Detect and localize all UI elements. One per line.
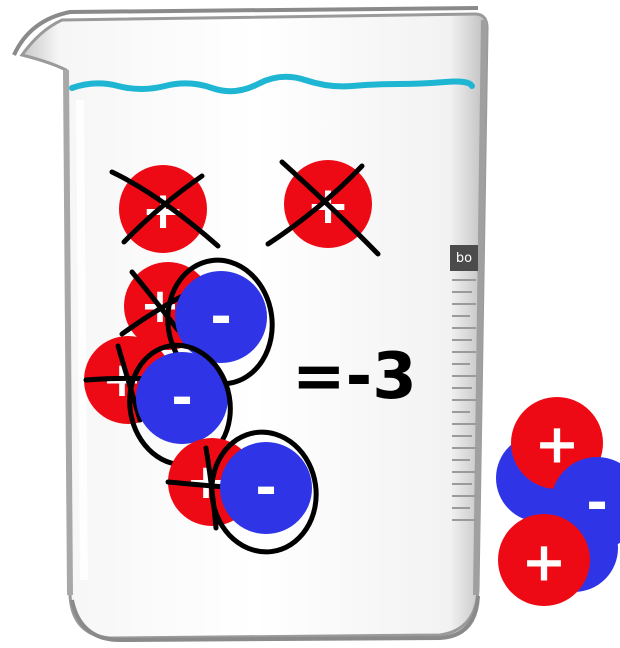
minus-sign: - [255,458,277,518]
cation-circle [498,514,590,606]
plus-sign: + [521,531,566,594]
outside-ion-cluster: + - + [496,397,620,606]
circle-mark [209,429,319,555]
beaker-left-wall [63,69,73,596]
anion-circle [175,271,267,363]
crossed-cation-2: + [265,159,381,257]
beaker-label-badge [450,245,478,271]
beaker-right-wall [473,19,487,596]
minus-sign: - [586,473,608,533]
water-surface-line [69,73,475,95]
beaker-brand-text: bo [456,251,472,266]
graduation-marks [452,279,476,521]
anion-circle [136,352,228,444]
beaker-label: bo [450,245,478,521]
net-charge-equation: =-3 [292,340,417,414]
beaker-bottom [70,595,480,643]
cross-out-mark [109,169,221,249]
anion-circle [220,442,312,534]
circle-mark [165,257,275,387]
beaker-highlight [76,99,88,581]
ion-pair-3: + - [165,429,319,555]
minus-sign: - [210,287,232,347]
beaker-rim [12,6,479,56]
minus-sign: - [171,368,193,428]
crossed-cation-1: + [109,165,221,253]
cross-out-mark [265,159,381,257]
ion-pair-1: + - [119,257,275,387]
